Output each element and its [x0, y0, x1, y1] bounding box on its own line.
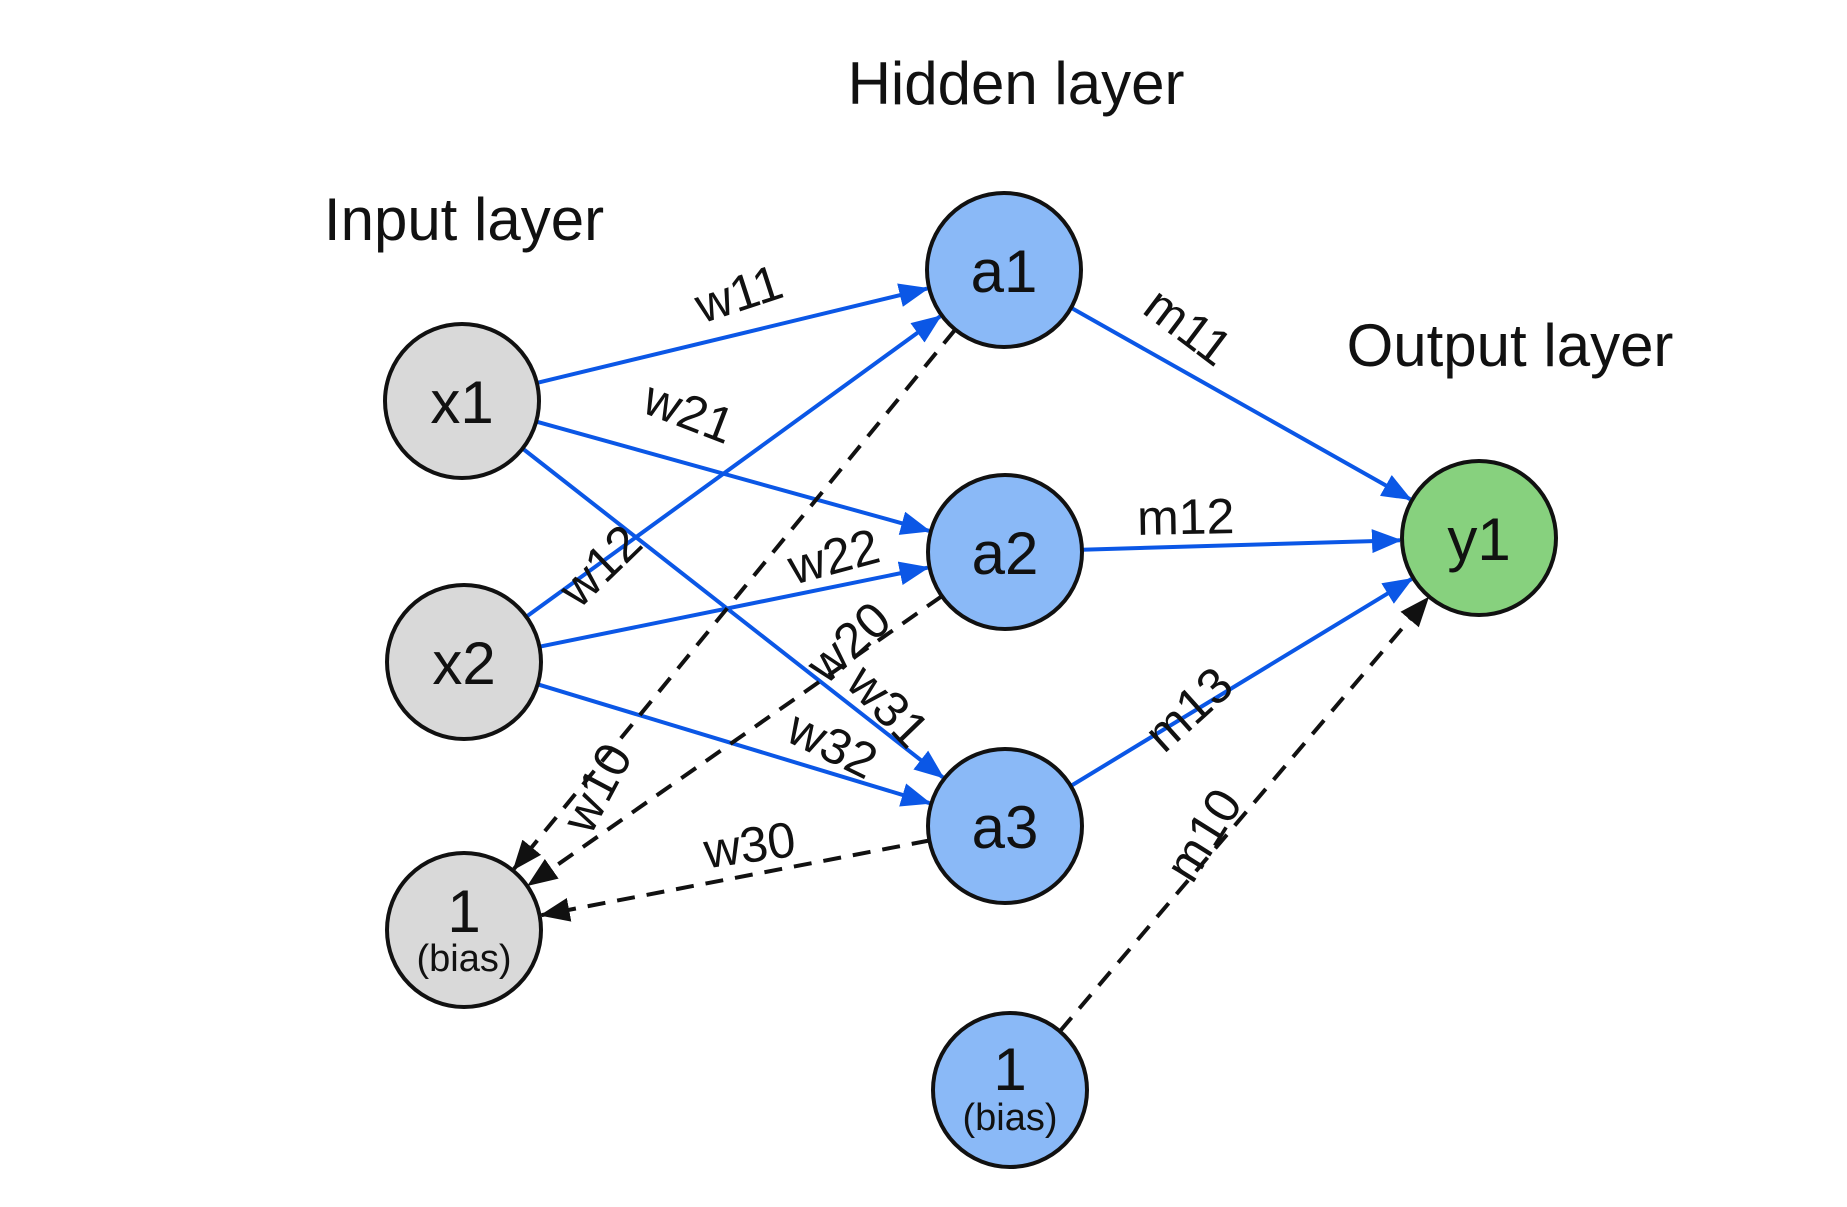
node-a3-label: a3 [972, 794, 1039, 861]
node-hidden-bias-caption: (bias) [962, 1097, 1057, 1139]
edge-w30 [539, 838, 930, 922]
node-a1-label: a1 [971, 238, 1038, 305]
edge-m10 [1058, 596, 1430, 1033]
node-x1: x1 [383, 322, 541, 480]
weight-label-w12: w12 [547, 514, 653, 619]
node-x1-label: x1 [430, 369, 493, 436]
weight-label-w10: w10 [550, 734, 643, 842]
node-a3: a3 [926, 747, 1084, 905]
edge-w22 [539, 561, 930, 649]
node-x2-label: x2 [432, 630, 495, 697]
weight-label-m12: m12 [1137, 488, 1235, 546]
node-x2: x2 [385, 583, 543, 741]
edge-m11 [1070, 306, 1412, 501]
edge-w21 [535, 419, 931, 535]
weight-label-m11: m11 [1134, 276, 1242, 377]
node-input-bias-value: 1 [447, 878, 480, 945]
connection-lines [512, 283, 1430, 1033]
node-input-bias: 1 (bias) [385, 851, 543, 1009]
node-input-bias-caption: (bias) [416, 938, 511, 980]
edge-m12 [1081, 529, 1402, 554]
edge-w20 [527, 594, 944, 887]
node-a1: a1 [925, 191, 1083, 349]
edge-w11 [536, 283, 930, 385]
node-a2: a2 [926, 473, 1084, 631]
weight-label-w11: w11 [687, 254, 789, 335]
weight-label-m13: m13 [1134, 656, 1244, 763]
edge-w12 [525, 314, 942, 619]
edge-w31 [521, 446, 945, 779]
node-hidden-bias-value: 1 [993, 1036, 1026, 1103]
input-layer-title: Input layer [324, 186, 604, 253]
hidden-layer-title: Hidden layer [848, 50, 1185, 117]
node-a2-label: a2 [972, 520, 1039, 587]
node-hidden-bias: 1 (bias) [931, 1011, 1089, 1169]
weight-label-w21: w21 [635, 369, 742, 455]
node-y1-label: y1 [1447, 506, 1510, 573]
weight-label-w30: w30 [699, 811, 799, 879]
weight-label-m10: m10 [1154, 779, 1253, 891]
edge-m13 [1069, 577, 1414, 788]
node-y1: y1 [1400, 459, 1558, 617]
output-layer-title: Output layer [1347, 312, 1674, 379]
edge-w10 [512, 328, 957, 871]
weight-label-w22: w22 [781, 518, 885, 596]
